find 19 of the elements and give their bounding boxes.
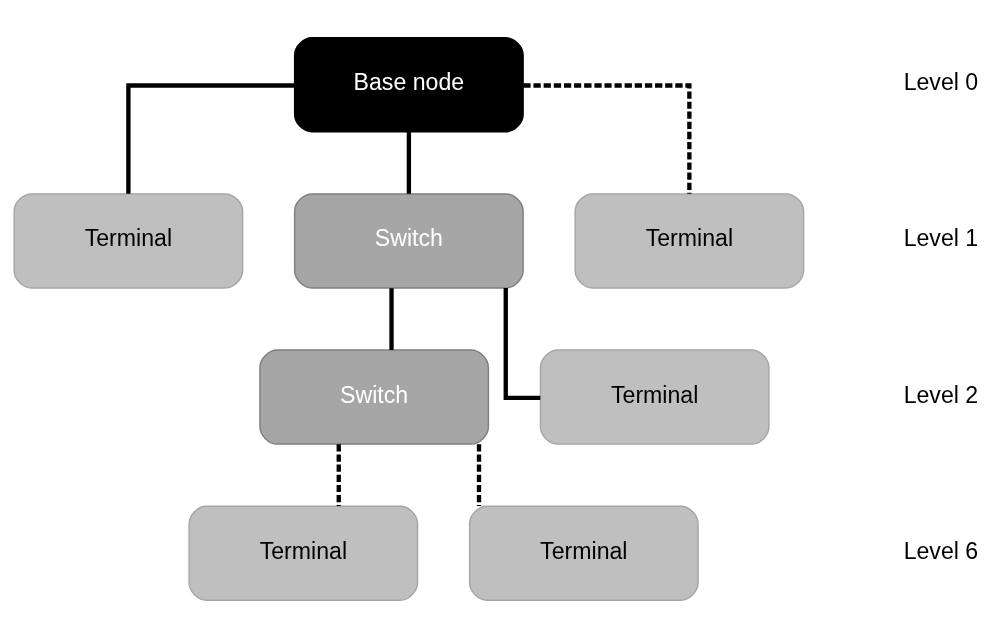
connector [389, 288, 394, 350]
label: Level 1 [903, 225, 979, 252]
node-box: Terminal [13, 193, 244, 289]
node-box: Switch [259, 349, 490, 445]
connector [336, 444, 341, 507]
node-box: Terminal [468, 505, 699, 601]
connector [126, 83, 295, 194]
connector [523, 83, 692, 194]
label: Level 0 [903, 69, 979, 96]
node-box: Base node [293, 37, 524, 133]
node-box: Terminal [539, 349, 770, 445]
connector [476, 444, 482, 507]
node-box: Switch [293, 193, 524, 289]
label: Level 2 [903, 381, 979, 408]
node-box: Terminal [188, 505, 419, 601]
connector [406, 132, 412, 194]
node-box: Terminal [574, 193, 805, 289]
connector [503, 288, 541, 400]
label: Level 6 [903, 537, 979, 564]
